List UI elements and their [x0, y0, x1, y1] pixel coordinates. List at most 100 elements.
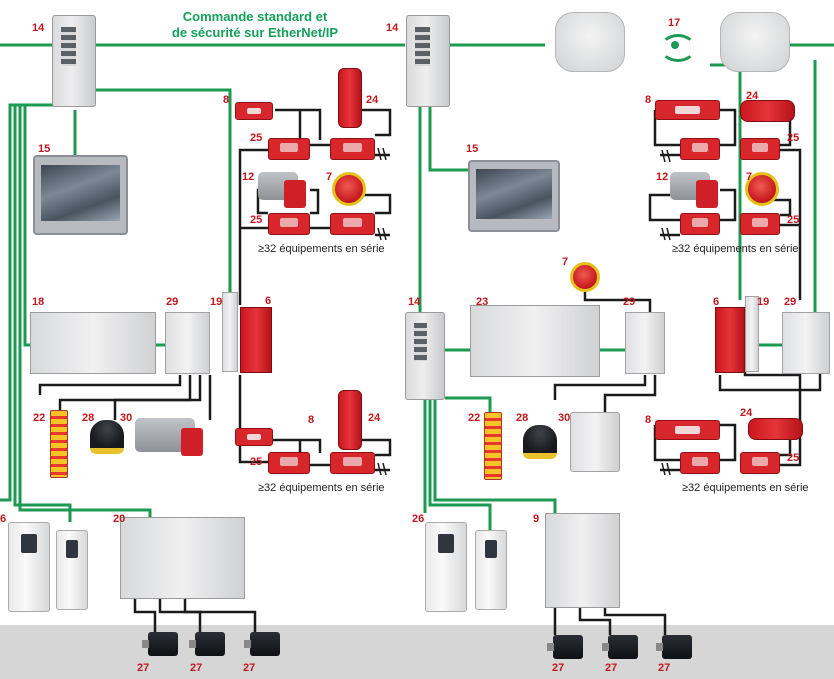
- door-interlock-switch-icon: [655, 420, 720, 440]
- io-module-icon: [625, 312, 665, 374]
- servo-drive-rack-icon: [120, 517, 245, 599]
- distribution-tap-icon: [740, 138, 780, 160]
- safety-cable: [553, 375, 647, 400]
- callout-label: 8: [223, 94, 230, 106]
- callout-label: 27: [243, 662, 256, 674]
- cable-break-mark: [661, 149, 666, 163]
- callout-label: 25: [787, 214, 800, 226]
- callout-label: 9: [533, 513, 540, 525]
- callout-label: 6: [265, 295, 272, 307]
- callout-label: 29: [166, 296, 179, 308]
- servo-motor-icon: [656, 635, 692, 659]
- callout-label: 7: [562, 256, 569, 268]
- safety-cable: [158, 595, 202, 632]
- safety-cable: [770, 198, 792, 217]
- servo-motor-icon: [142, 632, 178, 656]
- laser-scanner-icon: [523, 425, 557, 459]
- diagram-title: Commande standard et de sécurité sur Eth…: [150, 9, 360, 41]
- safety-cable: [58, 375, 192, 410]
- distribution-tap-icon: [330, 213, 375, 235]
- ethernet-link: [428, 398, 492, 530]
- callout-label: 6: [713, 296, 720, 308]
- safety-cable: [603, 605, 667, 635]
- ethernet-link: [445, 396, 492, 412]
- floor-band: [0, 625, 834, 679]
- door-interlock-switch-icon: [655, 100, 720, 120]
- io-module-icon: [782, 312, 830, 374]
- callout-label: 19: [757, 296, 770, 308]
- callout-label: 12: [242, 171, 255, 183]
- callout-label: 24: [366, 94, 379, 106]
- callout-label: 14: [32, 22, 45, 34]
- distribution-tap-icon: [268, 213, 310, 235]
- controller-chassis-icon: [470, 305, 600, 377]
- guard-locking-switch-icon: [670, 172, 718, 209]
- callout-label: 27: [605, 662, 618, 674]
- servo-drive-rack-icon: [545, 513, 620, 608]
- callout-label: 27: [137, 662, 150, 674]
- wireless-access-point-icon: [555, 12, 625, 72]
- safety-cable: [780, 148, 802, 300]
- distribution-tap-icon: [680, 213, 720, 235]
- callout-label: 25: [787, 132, 800, 144]
- interlock-switch-icon: [740, 100, 795, 122]
- safety-relay-icon: [715, 307, 745, 373]
- interlock-switch-icon: [338, 68, 362, 128]
- chain-note: ≥32 équipements en série: [258, 482, 385, 494]
- callout-label: 18: [32, 296, 45, 308]
- safety-cable: [653, 110, 680, 147]
- distribution-tap-icon: [680, 452, 720, 474]
- safety-cable: [355, 108, 392, 137]
- callout-label: 15: [38, 143, 51, 155]
- servo-motor-icon: [547, 635, 583, 659]
- ethernet-link: [23, 103, 55, 347]
- interlock-switch-icon: [338, 390, 362, 450]
- safety-cable: [183, 595, 257, 632]
- safety-cable: [310, 188, 320, 215]
- safety-cable: [720, 423, 737, 462]
- cable-break-mark: [382, 147, 387, 161]
- io-module-icon: [165, 312, 210, 374]
- safety-cable: [350, 193, 392, 215]
- guard-locking-switch-icon: [258, 172, 306, 209]
- controller-chassis-icon: [30, 312, 156, 374]
- wireless-module-icon: [745, 296, 759, 372]
- safety-cable: [743, 370, 802, 467]
- emergency-stop-icon: [332, 172, 366, 206]
- distribution-tap-icon: [268, 452, 310, 474]
- servo-motor-icon: [602, 635, 638, 659]
- callout-label: 7: [746, 171, 753, 183]
- callout-label: 24: [746, 90, 759, 102]
- callout-label: 22: [468, 412, 481, 424]
- interlock-switch-icon: [748, 418, 803, 440]
- servo-motor-icon: [244, 632, 280, 656]
- safety-cable: [648, 193, 680, 222]
- callout-label: 14: [386, 22, 399, 34]
- door-interlock-switch-icon: [235, 428, 273, 446]
- laser-scanner-icon: [90, 420, 124, 454]
- title-line-2: de sécurité sur EtherNet/IP: [171, 25, 339, 40]
- ac-drive-icon: [425, 522, 467, 612]
- ethernet-switch-icon: [406, 15, 450, 107]
- callout-label: 14: [408, 296, 421, 308]
- safety-cable: [238, 375, 268, 464]
- cable-break-mark: [666, 227, 671, 241]
- safety-cable: [113, 375, 202, 420]
- callout-label: 25: [250, 456, 263, 468]
- cable-break-mark: [661, 227, 666, 241]
- hmi-panel-icon: [33, 155, 128, 235]
- safety-cable: [720, 188, 737, 222]
- callout-label: 26: [412, 513, 425, 525]
- servo-motor-icon: [189, 632, 225, 656]
- callout-label: 30: [558, 412, 571, 424]
- chain-note: ≥32 équipements en série: [682, 482, 809, 494]
- ethernet-link: [428, 105, 468, 172]
- cable-break-mark: [377, 147, 382, 161]
- distribution-tap-icon: [680, 138, 720, 160]
- safety-cable: [270, 438, 322, 453]
- cable-break-mark: [666, 462, 671, 476]
- safety-cable: [355, 438, 392, 457]
- safety-cable: [238, 148, 268, 305]
- ac-drive-icon: [8, 522, 50, 612]
